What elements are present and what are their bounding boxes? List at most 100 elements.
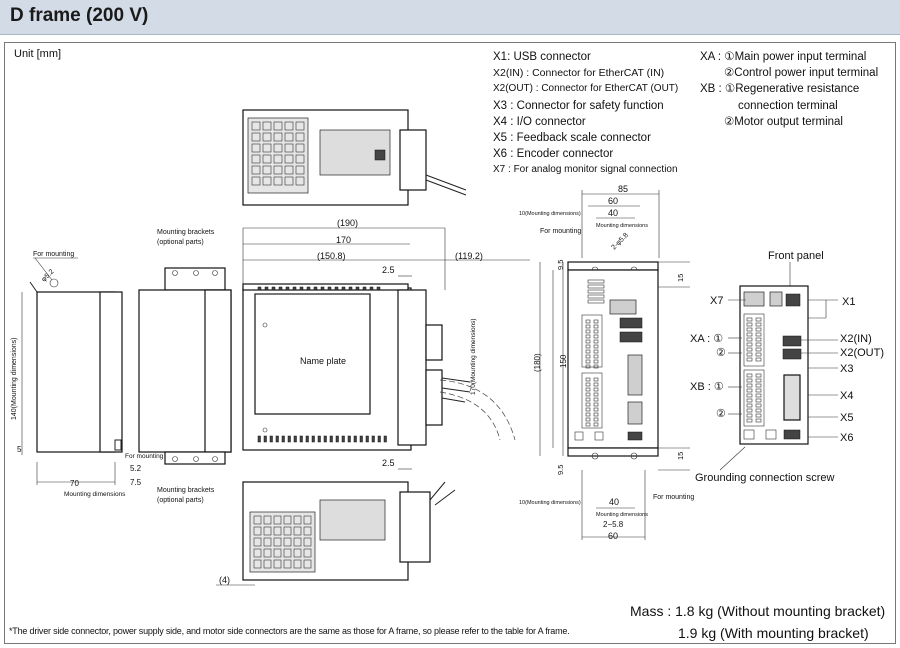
drawing-detail [371, 435, 375, 443]
drawing-detail [585, 407, 591, 412]
label-x1: X1 [842, 296, 855, 308]
drawing-detail [273, 176, 283, 186]
legend-xb-2: ②Motor output terminal [724, 115, 843, 128]
dim-180: (180) [533, 353, 542, 372]
label-x7: X7 [710, 295, 723, 307]
drawing-detail [593, 334, 599, 339]
drawing-detail [263, 537, 272, 547]
drawing-detail [283, 559, 292, 569]
drawing-detail [376, 286, 381, 291]
legend-x3: X3 : Connector for safety function [493, 99, 664, 112]
drawing-detail [593, 377, 599, 382]
drawing-detail [303, 526, 312, 536]
drawing-detail [585, 349, 591, 354]
bracket-view: Mounting brackets (optional parts) Mount… [138, 229, 232, 504]
drawing-detail [593, 392, 599, 397]
drawing-detail [755, 352, 762, 357]
drawing-detail [293, 526, 302, 536]
drawing-detail [271, 286, 276, 291]
legend-xb-1: XB : ①Regenerative resistance [700, 83, 860, 96]
drawing-detail [746, 322, 753, 327]
drawing-detail [295, 176, 305, 186]
front-panel: Front panel X1 X2(IN) X2(OUT) X3 X4 X5 X… [690, 250, 884, 484]
legend-xa-1: XA : ①Main power input terminal [700, 51, 867, 63]
dim-2-5-8: 2−5.8 [603, 520, 624, 529]
dim-7-5: 7.5 [130, 478, 142, 487]
drawing-detail [585, 359, 591, 364]
drawing-detail [313, 286, 318, 291]
drawing-detail [329, 435, 333, 443]
drawing-detail [574, 431, 584, 441]
drawing-detail [383, 435, 387, 443]
drawing-detail [585, 397, 591, 402]
legend-x7: X7 : For analog monitor signal connectio… [493, 164, 678, 176]
drawing-detail [295, 143, 305, 153]
connector-legend-left: X1: USB connector X2(IN) : Connector for… [493, 49, 678, 179]
drawing-detail [593, 402, 599, 407]
label-x2-in: X2(IN) [840, 333, 872, 345]
drawing-detail [262, 165, 272, 175]
drawing-detail [263, 526, 272, 536]
drawing-detail [273, 559, 282, 569]
drawing-detail [353, 435, 357, 443]
drawing-detail [283, 548, 292, 558]
drawing-detail [293, 435, 297, 443]
drawing-detail [253, 526, 262, 536]
drawing-detail [755, 388, 762, 393]
drawing-detail [284, 143, 294, 153]
drawing-detail [746, 352, 753, 357]
header-bar: D frame (200 V) [0, 0, 900, 35]
drawing-detail [593, 387, 599, 392]
drawing-detail [284, 132, 294, 142]
drawing-detail [587, 294, 605, 299]
drawing-detail [305, 435, 309, 443]
drawing-detail [627, 354, 643, 396]
drawing-detail [593, 364, 599, 369]
drawing-detail [347, 435, 351, 443]
drawing-detail [306, 286, 311, 291]
drawing-detail [283, 526, 292, 536]
drawing-detail [593, 349, 599, 354]
bracket-label-top-1: Mounting brackets [157, 229, 215, 236]
mounting-170-label: 170(Mounting dimensions) [470, 318, 477, 395]
drawing-detail [746, 327, 753, 332]
drawing-detail [587, 289, 605, 294]
connector-legend-right: XA : ①Main power input terminal ②Control… [700, 49, 878, 130]
label-xb-2: ② [716, 408, 726, 420]
drawing-detail [287, 435, 291, 443]
drawing-detail [755, 327, 762, 332]
drawing-detail [341, 286, 346, 291]
drawing-detail [257, 435, 261, 443]
drawing-detail [335, 435, 339, 443]
drawing-detail [273, 515, 282, 525]
page-title: D frame (200 V) [10, 5, 149, 26]
drawing-detail [593, 422, 599, 427]
drawing-detail [585, 412, 591, 417]
drawing-detail [587, 299, 605, 304]
front-panel-label: Front panel [768, 250, 824, 262]
drawing-detail [755, 408, 762, 413]
mass-line-2: 1.9 kg (With mounting bracket) [678, 625, 869, 641]
dim-4: (4) [219, 575, 230, 585]
drawing-detail [746, 408, 753, 413]
drawing-detail [278, 286, 283, 291]
drawing-detail [743, 429, 755, 440]
drawing-detail [362, 286, 367, 291]
drawing-detail [295, 165, 305, 175]
dim-40-bot: 40 [609, 497, 619, 507]
drawing-detail [295, 154, 305, 164]
drawing-detail [593, 344, 599, 349]
drawing-frame [4, 42, 896, 644]
unit-label: Unit [mm] [14, 48, 62, 60]
drawing-detail [627, 431, 643, 441]
drawing-detail [251, 132, 261, 142]
drawing-detail [585, 339, 591, 344]
drawing-detail [377, 435, 381, 443]
drawing-detail [585, 392, 591, 397]
drawing-detail [273, 154, 283, 164]
bracket-label-top-2: (optional parts) [157, 239, 204, 246]
drawing-detail [755, 342, 762, 347]
drawing-detail [284, 176, 294, 186]
drawing-detail [755, 337, 762, 342]
